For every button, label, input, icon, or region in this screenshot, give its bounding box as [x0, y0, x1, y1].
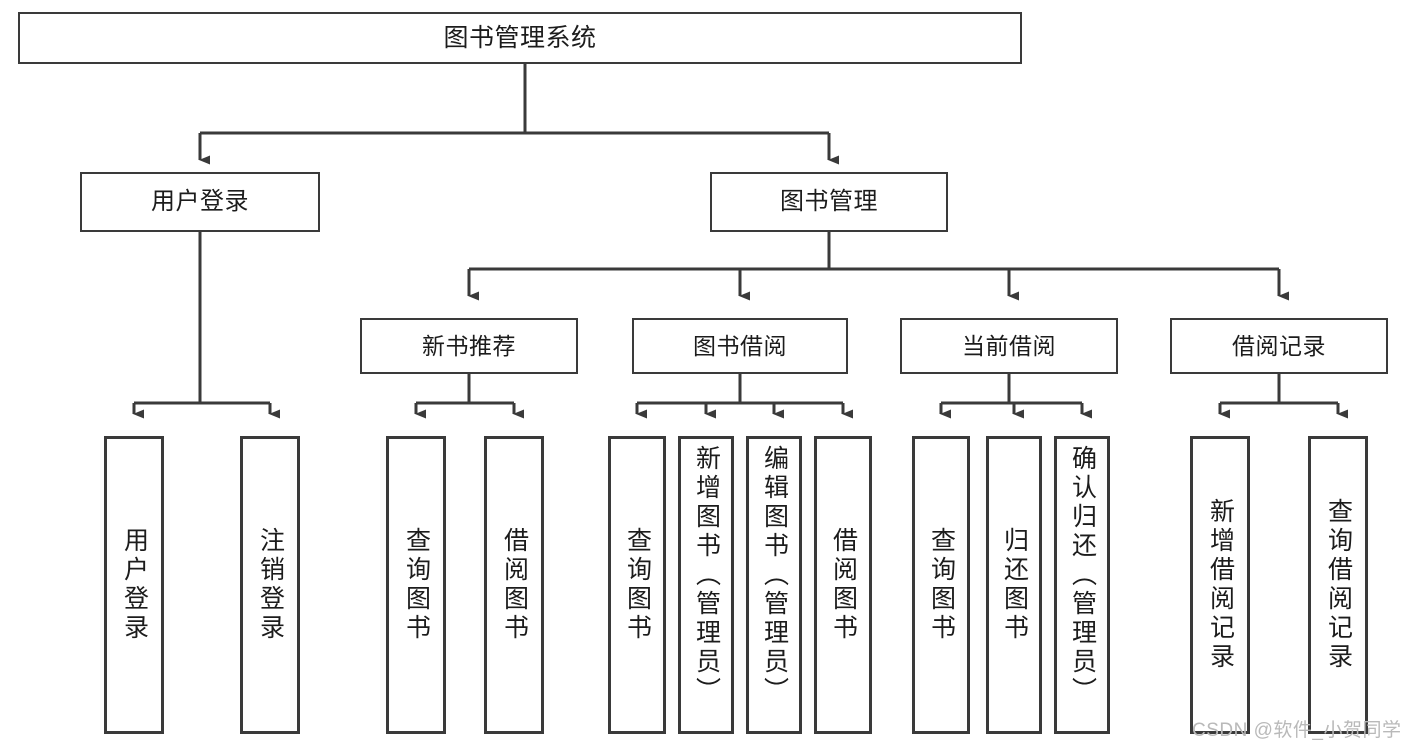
- node-confirm-return-admin-label: 确认归还（管理员）: [1068, 445, 1097, 706]
- node-edit-book-admin-label: 编辑图书（管理员）: [760, 445, 789, 706]
- node-current-borrow[interactable]: 当前借阅: [900, 318, 1118, 374]
- node-add-borrow-record-label: 新增借阅记录: [1206, 498, 1235, 672]
- edge-group-userlogin-to-leaves: [132, 232, 280, 419]
- node-book-borrow-label: 图书借阅: [693, 332, 787, 359]
- edge-group-bookmanage-to-level2: [467, 232, 1289, 301]
- edge-group-root-to-level1: [198, 64, 839, 165]
- node-user-login-label: 用户登录: [120, 527, 149, 643]
- node-query-borrow-record[interactable]: 查询借阅记录: [1308, 436, 1368, 734]
- node-current-borrow-label: 当前借阅: [962, 332, 1056, 359]
- node-borrow-book-1[interactable]: 借阅图书: [484, 436, 544, 734]
- node-user-login[interactable]: 用户登录: [104, 436, 164, 734]
- node-query-book-3[interactable]: 查询图书: [912, 436, 970, 734]
- node-new-book-recommend-label: 新书推荐: [422, 332, 516, 359]
- node-borrow-book-2[interactable]: 借阅图书: [814, 436, 872, 734]
- edge-group-currentborrow-to-leaves: [939, 374, 1092, 419]
- node-add-book-admin[interactable]: 新增图书（管理员）: [678, 436, 734, 734]
- node-user-logout-label: 注销登录: [256, 527, 285, 643]
- node-user-login-label: 用户登录: [151, 188, 249, 216]
- node-query-book-2[interactable]: 查询图书: [608, 436, 666, 734]
- node-query-book-2-label: 查询图书: [623, 527, 652, 643]
- node-confirm-return-admin[interactable]: 确认归还（管理员）: [1054, 436, 1110, 734]
- edge-group-newbook-to-leaves: [414, 374, 524, 419]
- node-borrow-record[interactable]: 借阅记录: [1170, 318, 1388, 374]
- edge-group-borrowrecord-to-leaves: [1218, 374, 1348, 419]
- node-query-borrow-record-label: 查询借阅记录: [1324, 498, 1353, 672]
- node-book-manage-label: 图书管理: [780, 188, 878, 216]
- node-return-book-label: 归还图书: [1000, 527, 1029, 643]
- node-book-manage[interactable]: 图书管理: [710, 172, 948, 232]
- edge-group-bookborrow-to-leaves: [635, 374, 853, 419]
- node-root-label: 图书管理系统: [443, 23, 597, 52]
- node-borrow-book-1-label: 借阅图书: [500, 527, 529, 643]
- node-query-book-3-label: 查询图书: [927, 527, 956, 643]
- node-borrow-book-2-label: 借阅图书: [829, 527, 858, 643]
- node-user-logout[interactable]: 注销登录: [240, 436, 300, 734]
- node-add-book-admin-label: 新增图书（管理员）: [692, 445, 721, 706]
- node-book-borrow[interactable]: 图书借阅: [632, 318, 848, 374]
- node-user-login[interactable]: 用户登录: [80, 172, 320, 232]
- node-new-book-recommend[interactable]: 新书推荐: [360, 318, 578, 374]
- node-query-book-1-label: 查询图书: [402, 527, 431, 643]
- node-edit-book-admin[interactable]: 编辑图书（管理员）: [746, 436, 802, 734]
- node-borrow-record-label: 借阅记录: [1232, 332, 1326, 359]
- node-query-book-1[interactable]: 查询图书: [386, 436, 446, 734]
- node-root-system[interactable]: 图书管理系统: [18, 12, 1022, 64]
- node-return-book[interactable]: 归还图书: [986, 436, 1042, 734]
- node-add-borrow-record[interactable]: 新增借阅记录: [1190, 436, 1250, 734]
- csdn-watermark: CSDN @软件_小贺同学: [1192, 720, 1402, 741]
